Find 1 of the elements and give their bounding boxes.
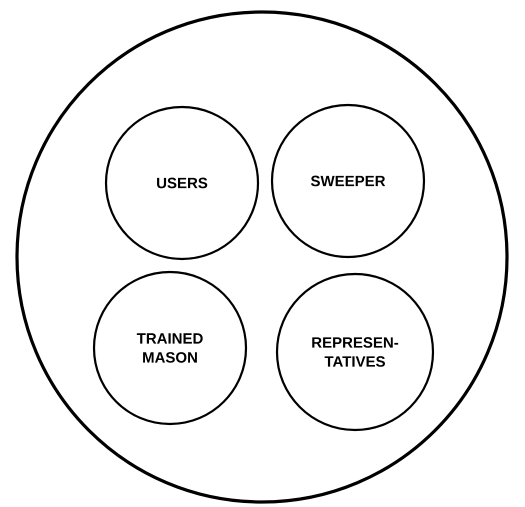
outer-circle [15, 10, 509, 504]
